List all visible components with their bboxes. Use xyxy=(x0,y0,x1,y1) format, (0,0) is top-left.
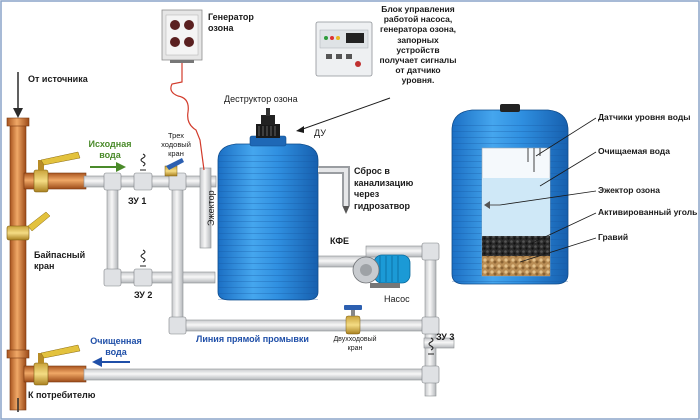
pump-label: Насос xyxy=(384,294,410,304)
control-unit xyxy=(315,21,373,77)
direct-flush-pipe xyxy=(171,319,435,332)
zu1-label: ЗУ 1 xyxy=(128,196,147,206)
arrow-icon xyxy=(13,72,23,118)
bypass-valve-label: Байпасный кран xyxy=(34,250,86,271)
source-water-label: Исходная вода xyxy=(88,139,132,160)
gravel-label: Гравий xyxy=(598,232,629,242)
check-valve-zu1 xyxy=(140,153,146,171)
level-sensors-label: Датчики уровня воды xyxy=(598,112,691,122)
zu2-label: ЗУ 2 xyxy=(134,290,153,300)
to-consumer-label: К потребителю xyxy=(28,390,96,400)
direct-flush-line-label: Линия прямой промывки xyxy=(196,334,309,344)
from-source-label: От источника xyxy=(28,74,88,84)
zu3-label: ЗУ 3 xyxy=(436,332,455,342)
arrow-icon xyxy=(342,205,350,214)
three-way-valve-label: Трех ходовый кран xyxy=(161,131,191,158)
water-being-cleaned-label: Очищаемая вода xyxy=(598,146,670,156)
valve-handle-icon xyxy=(164,158,184,177)
ejector-label: Эжектор xyxy=(206,190,216,226)
destructor-icon xyxy=(256,108,280,138)
filter-tank xyxy=(217,135,319,301)
copper-outlet-stub xyxy=(23,365,87,383)
valve-handle-icon xyxy=(33,151,81,193)
valve-handle-icon xyxy=(33,344,81,386)
control-unit-label: Блок управления работой насоса, генерато… xyxy=(379,4,457,86)
arrow-icon xyxy=(92,357,130,367)
arrow-icon xyxy=(90,162,126,172)
du-label: ДУ xyxy=(314,128,326,138)
pump-icon xyxy=(352,254,411,288)
ozone-ejector-label: Эжектор озона xyxy=(598,185,660,195)
check-valve-zu3 xyxy=(428,337,434,355)
valve-handle-icon xyxy=(6,211,51,241)
cutaway-tank xyxy=(451,104,569,285)
check-valve-zu2 xyxy=(140,249,146,267)
copper-inlet-stub xyxy=(23,172,87,190)
copper-main-pipe xyxy=(9,119,27,411)
valve-handle-icon xyxy=(344,305,362,335)
ozone-generator-label: Генератор озона xyxy=(208,12,254,33)
ozone-generator xyxy=(161,9,203,63)
kfe-label: КФЕ xyxy=(330,236,350,246)
sensor-icon xyxy=(527,148,541,172)
drain-label: Сброс в канализацию через гидрозатвор xyxy=(354,166,414,211)
ozone-destructor-label: Деструктор озона xyxy=(224,94,298,104)
activated-carbon-label: Активированный уголь xyxy=(598,207,698,217)
purified-water-label: Очищенная вода xyxy=(90,336,142,357)
outlet-pipe xyxy=(83,368,437,381)
two-way-valve-label: Двухходовый кран xyxy=(333,336,377,352)
